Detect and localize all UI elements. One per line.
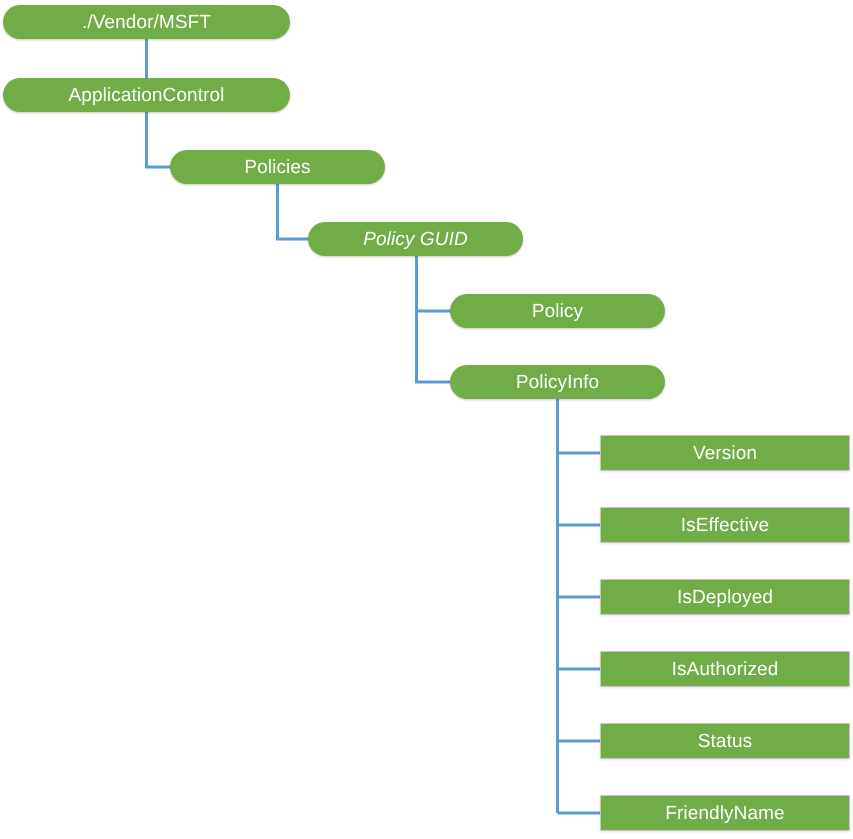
node-status[interactable]: Status xyxy=(600,723,850,759)
node-label: IsDeployed xyxy=(676,586,774,608)
node-is-effective[interactable]: IsEffective xyxy=(600,507,850,543)
node-label: Policies xyxy=(244,156,311,178)
node-label: Policy GUID xyxy=(363,228,468,250)
node-application-control[interactable]: ApplicationControl xyxy=(3,78,290,112)
node-is-deployed[interactable]: IsDeployed xyxy=(600,579,850,615)
node-policy-info[interactable]: PolicyInfo xyxy=(450,365,665,399)
edge-policyguid-to-policyinfo xyxy=(415,256,452,384)
node-label: PolicyInfo xyxy=(515,371,600,393)
edge-applicationcontrol-to-policies xyxy=(145,112,172,169)
node-label: Status xyxy=(697,730,753,752)
edge-policyguid-to-policy xyxy=(415,256,452,313)
node-policies[interactable]: Policies xyxy=(170,150,385,184)
node-label: IsEffective xyxy=(680,514,770,536)
node-label: Version xyxy=(692,442,758,464)
node-label: FriendlyName xyxy=(665,802,785,824)
node-is-authorized[interactable]: IsAuthorized xyxy=(600,651,850,687)
edge-policies-to-policyguid xyxy=(276,184,310,241)
node-friendly-name[interactable]: FriendlyName xyxy=(600,795,850,831)
node-label: Policy xyxy=(531,300,584,322)
node-policy-guid[interactable]: Policy GUID xyxy=(308,222,523,256)
node-label: ./Vendor/MSFT xyxy=(81,11,212,33)
node-label: ApplicationControl xyxy=(68,84,225,106)
node-label: IsAuthorized xyxy=(671,658,779,680)
node-version[interactable]: Version xyxy=(600,435,850,471)
node-policy[interactable]: Policy xyxy=(450,294,665,328)
node-vendor-msft[interactable]: ./Vendor/MSFT xyxy=(3,5,290,39)
